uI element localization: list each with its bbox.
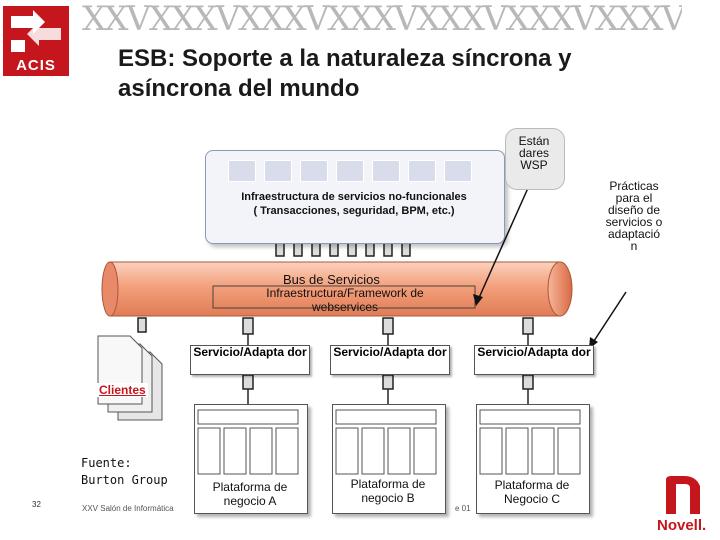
novell-n-icon (666, 476, 700, 514)
service-tile (264, 160, 292, 182)
slide-title: ESB: Soporte a la naturaleza síncrona y … (118, 44, 698, 104)
standards-arrow (473, 187, 529, 306)
bus-label: Bus de Servicios (283, 272, 380, 287)
service-tile (336, 160, 364, 182)
practices-label: Prácticas para el diseño de servicios o … (605, 179, 663, 253)
service-adapter-a: Servicio/Adapta dor (190, 345, 310, 375)
framework-label: Infraestructura/Framework de webservices (266, 286, 424, 314)
footer-date-fragment: e 01 (455, 504, 471, 513)
page-number: 32 (32, 500, 41, 509)
source-note: Fuente: Burton Group (81, 455, 168, 489)
source-line-1: Fuente: (81, 456, 132, 470)
cloud-connectors (275, 241, 411, 257)
cloud-line-2: ( Transacciones, seguridad, BPM, etc.) (253, 205, 455, 217)
title-line-2: asíncrona del mundo (118, 75, 360, 102)
service-tile (372, 160, 400, 182)
service-adapter-b: Servicio/Adapta dor (330, 345, 450, 375)
header-banner: XXVXXXVXXXVXXXVXXXVXXXVXXXVXXXVXXXV (82, 2, 682, 36)
standards-callout (505, 128, 565, 190)
acis-logo: ACIS (3, 6, 69, 76)
service-adapter-c: Servicio/Adapta dor (474, 345, 594, 375)
acis-arrows-icon (11, 10, 61, 52)
clients-label[interactable]: Clientes (97, 383, 148, 397)
novell-wordmark: Novell. (657, 517, 707, 534)
cloud-line-1: Infraestructura de servicios no-funciona… (241, 191, 467, 203)
platform-a-label: Plataforma de negocio A (212, 480, 288, 508)
nonfunctional-services-label: Infraestructura de servicios no-funciona… (205, 190, 503, 218)
platform-c-label: Plataforma de Negocio C (494, 478, 570, 506)
service-tile (408, 160, 436, 182)
service-bus (101, 261, 573, 317)
logo-text: ACIS (16, 57, 56, 74)
service-tile (228, 160, 256, 182)
service-tile (300, 160, 328, 182)
source-line-2: Burton Group (81, 473, 168, 487)
service-connectors (137, 317, 534, 404)
title-line-1: ESB: Soporte a la naturaleza síncrona y (118, 45, 572, 72)
service-tile (444, 160, 472, 182)
standards-label: Están dares WSP (518, 134, 550, 172)
footer-event: XXV Salón de Informática (82, 504, 174, 513)
platform-b-label: Plataforma de negocio B (350, 477, 426, 505)
